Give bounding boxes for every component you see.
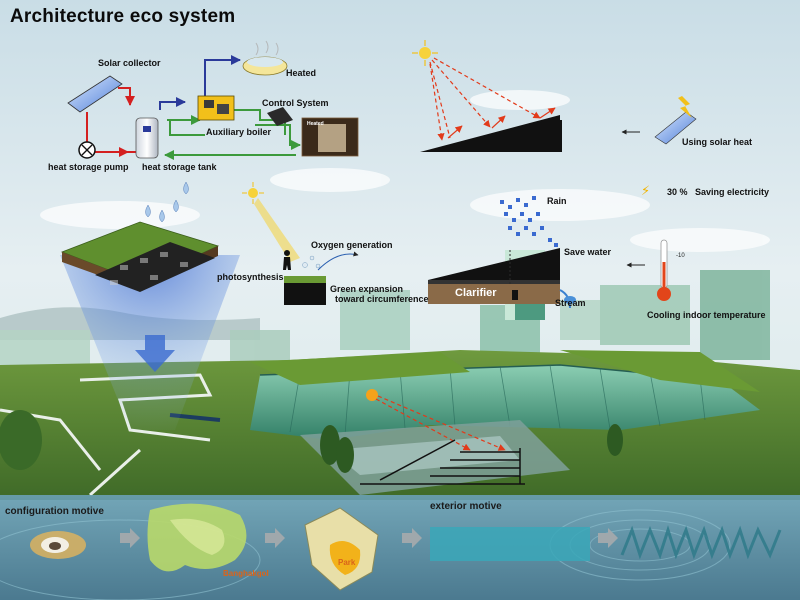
cooling-indoor-temperature-label: Cooling indoor temperature	[647, 310, 766, 320]
stream-label: Stream	[555, 298, 586, 308]
exterior-motive-label: exterior motive	[430, 501, 502, 512]
saving-percent-label: 30 %	[667, 187, 688, 197]
park-label: Park	[338, 558, 356, 567]
heat-storage-pump-label: heat storage pump	[48, 162, 129, 172]
saving-electricity-label: Saving electricity	[695, 187, 770, 197]
photosynthesis-label: photosynthesis	[217, 272, 284, 282]
heat-storage-tank-label: heat storage tank	[142, 162, 217, 172]
auxiliary-boiler-label: Auxiliary boiler	[206, 127, 272, 137]
heated-label: Heated	[286, 68, 317, 78]
lightning-icon	[678, 96, 692, 118]
page-title: Architecture eco system	[10, 6, 236, 27]
save-water-label: Save water	[564, 247, 612, 257]
using-solar-heat-label: Using solar heat	[682, 137, 753, 147]
saving-electricity-icon: ⚡	[641, 184, 651, 199]
rain-label: Rain	[547, 196, 567, 206]
temperature-mark: -10	[676, 253, 685, 259]
person-icon	[283, 250, 291, 270]
banghakgol-label: Banghakgol	[223, 569, 269, 578]
control-system-label: Control System	[262, 98, 329, 108]
toward-circumference-label: toward circumference	[335, 294, 429, 304]
configuration-motive-label: configuration motive	[5, 506, 104, 517]
green-expansion-label: Green expansion	[330, 284, 404, 294]
solar-collector-label: Solar collector	[98, 58, 161, 68]
thermometer-icon	[657, 239, 671, 301]
heated-room-label: Heated	[307, 121, 324, 127]
clarifier-label: Clarifier	[455, 287, 497, 299]
oxygen-generation-label: Oxygen generation	[311, 240, 393, 250]
